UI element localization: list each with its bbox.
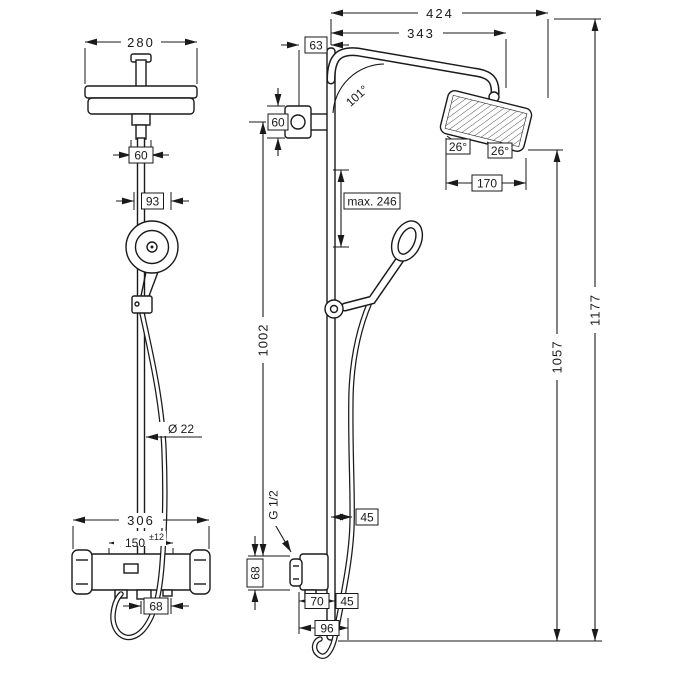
front-dim-306: 306 <box>72 513 210 549</box>
front-head-width-label: 280 <box>127 35 155 50</box>
side-dim-tilt-left: 26° <box>445 138 471 155</box>
outlet-depth-label: 45 <box>340 595 354 609</box>
front-outlet-offset-label: 68 <box>149 600 163 614</box>
bottom-depth-label: 96 <box>320 622 334 636</box>
front-dim-150: 150 ±12 <box>108 531 174 554</box>
side-dim-60: 60 <box>267 88 289 156</box>
side-dim-343: 343 <box>331 26 507 88</box>
tilt-left-label: 26° <box>449 140 467 154</box>
front-arm-offset-label: 60 <box>134 149 148 163</box>
bracket-height-label: 60 <box>271 116 285 130</box>
front-handshower-width-label: 93 <box>146 195 160 209</box>
front-dim-280: 280 <box>84 35 198 84</box>
side-shower-pipe <box>326 47 336 641</box>
side-dim-70-45: 70 45 <box>298 592 359 634</box>
side-dim-tilt-right: 26° <box>487 142 513 159</box>
thread-size-label: G 1/2 <box>267 490 281 520</box>
front-hand-shower <box>125 220 179 314</box>
wall-to-pipe-label: 63 <box>309 39 323 53</box>
side-shower-hose <box>311 299 373 659</box>
side-dim-1177: 1177 <box>554 18 603 641</box>
arm-reach-label: 343 <box>407 26 435 41</box>
front-valve-width-label: 306 <box>127 513 155 528</box>
hose-offset-label: 45 <box>360 511 374 525</box>
front-pipe-diameter-label: Ø 22 <box>168 422 194 436</box>
side-overhead-shower <box>439 90 533 152</box>
front-dim-pipe-diameter: Ø 22 <box>146 422 204 441</box>
front-dim-68: 68 <box>123 597 189 615</box>
front-rail-slider <box>131 295 153 314</box>
front-dim-93: 93 <box>116 192 189 210</box>
side-dim-68: 68 <box>246 536 290 610</box>
valve-depth-label: 70 <box>310 595 324 609</box>
head-depth-label: 170 <box>477 177 497 191</box>
front-thermostat-valve <box>71 549 211 600</box>
side-dim-45-upper: 45 <box>331 508 379 526</box>
side-dim-1057: 1057 <box>528 149 565 641</box>
overall-height-label: 1177 <box>588 294 603 326</box>
side-wall-bracket <box>284 105 327 139</box>
front-connection-tolerance-label: ±12 <box>149 532 164 542</box>
valve-height-label: 68 <box>249 566 263 580</box>
front-overhead-shower <box>84 53 198 140</box>
tilt-right-label: 26° <box>491 144 509 158</box>
front-shower-hose <box>110 310 168 641</box>
side-dim-1002: 1002 <box>249 121 271 556</box>
bracket-to-valve-height-label: 1002 <box>256 324 271 357</box>
head-bottom-height-label: 1057 <box>550 341 565 374</box>
side-hand-shower <box>324 220 424 319</box>
side-dim-96: 96 <box>299 618 349 640</box>
side-dim-max246: max. 246 <box>333 169 401 248</box>
front-connection-centers-label: 150 <box>125 536 145 550</box>
front-view: 280 60 93 Ø 22 306 <box>71 35 211 641</box>
overall-reach-label: 424 <box>426 6 454 21</box>
arm-angle-arc <box>332 63 385 114</box>
side-thermostat-valve <box>289 553 329 599</box>
height-adjustment-label: max. 246 <box>347 195 397 209</box>
side-dim-63: 63 <box>281 36 349 106</box>
side-dim-170: 170 <box>445 138 527 192</box>
side-dim-thread: G 1/2 <box>265 484 292 553</box>
front-dim-60: 60 <box>113 140 169 164</box>
side-dim-424: 424 <box>330 6 549 98</box>
side-view: 424 343 63 60 101° <box>246 6 603 659</box>
